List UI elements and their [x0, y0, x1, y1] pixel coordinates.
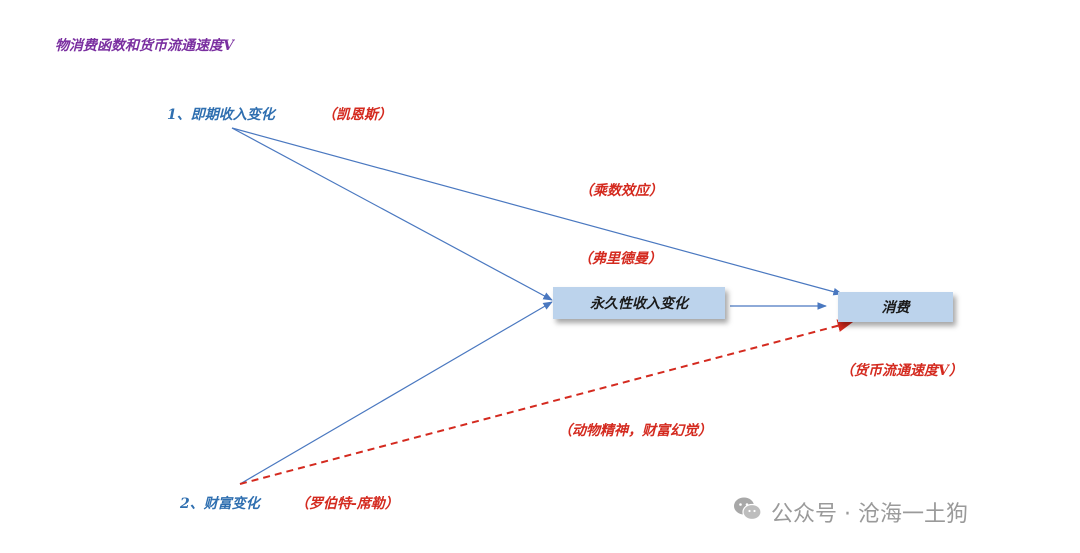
node-consumption: 消费 — [838, 292, 953, 322]
node-wealth: 2、财富变化 — [180, 496, 260, 512]
wechat-icon — [733, 496, 763, 528]
edge-wealth-to-permanent-income — [239, 301, 553, 485]
velocity-annotation: （货币流通速度V） — [840, 363, 963, 379]
multiplier-effect-annotation: （乘数效应） — [579, 183, 663, 199]
watermark-text: 公众号 · 沧海一土狗 — [771, 502, 968, 527]
edge-current-income-to-consumption — [231, 127, 843, 296]
animal-spirits-annotation: （动物精神，财富幻觉） — [558, 423, 712, 439]
friedman-annotation: （弗里德曼） — [578, 251, 662, 267]
shiller-annotation: （罗伯特-席勒） — [295, 496, 399, 512]
diagram-title: 物消费函数和货币流通速度V — [55, 38, 234, 54]
watermark: 公众号 · 沧海一土狗 — [733, 496, 968, 528]
edge-wealth-to-consumption-dashed — [239, 319, 854, 485]
node-current-income: 1、即期收入变化 — [167, 107, 275, 123]
keynes-annotation: （凯恩斯） — [322, 107, 392, 123]
node-permanent-income: 永久性收入变化 — [553, 287, 725, 319]
edge-current-income-to-permanent-income — [231, 127, 553, 301]
